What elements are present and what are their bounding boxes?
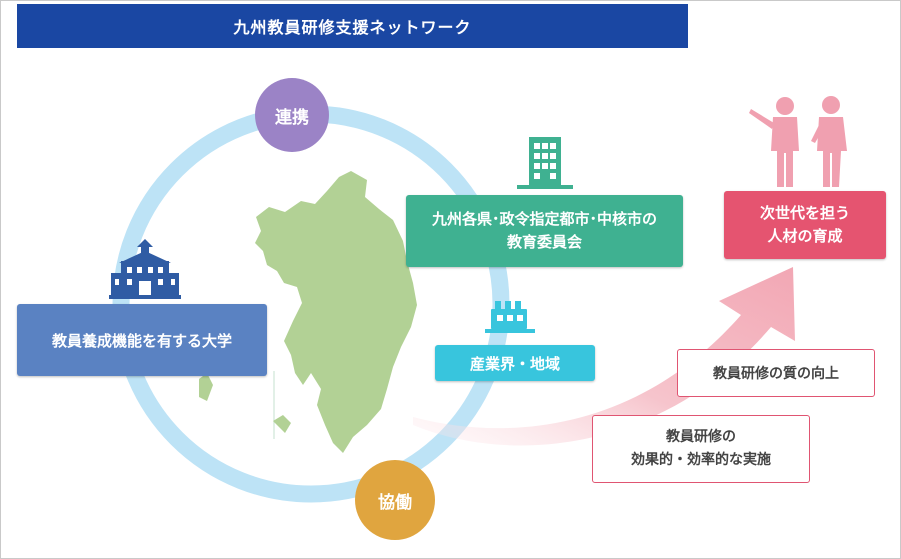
next-gen-label-line2: 人材の育成 xyxy=(767,227,843,245)
teachers-silhouette-icon xyxy=(749,96,847,187)
university-box: 教員養成機能を有する大学 xyxy=(17,304,267,376)
factory-icon xyxy=(485,301,535,333)
quality-improvement-box: 教員研修の質の向上 xyxy=(677,349,875,397)
board-label-line1: 九州各県･政令指定都市･中核市の xyxy=(431,210,657,228)
renkei-badge: 連携 xyxy=(255,78,329,152)
kyodo-badge: 協働 xyxy=(355,460,435,540)
industry-label: 産業界・地域 xyxy=(469,354,560,373)
next-gen-label-line1: 次世代を担う xyxy=(759,204,850,222)
office-building-icon xyxy=(517,137,573,189)
board-of-education-box: 九州各県･政令指定都市･中核市の 教育委員会 xyxy=(406,195,683,267)
industry-community-box: 産業界・地域 xyxy=(435,345,595,381)
quality-label: 教員研修の質の向上 xyxy=(713,366,839,382)
university-label: 教員養成機能を有する大学 xyxy=(51,331,232,350)
effective-implementation-box: 教員研修の 効果的・効率的な実施 xyxy=(592,415,810,483)
effective-label-line2: 効果的・効率的な実施 xyxy=(631,452,771,468)
effective-label-line1: 教員研修の xyxy=(666,429,736,445)
board-label-line2: 教育委員会 xyxy=(506,233,582,251)
university-building-icon xyxy=(109,239,181,299)
next-generation-box: 次世代を担う 人材の育成 xyxy=(724,191,886,259)
page-title: 九州教員研修支援ネットワーク xyxy=(17,4,688,48)
